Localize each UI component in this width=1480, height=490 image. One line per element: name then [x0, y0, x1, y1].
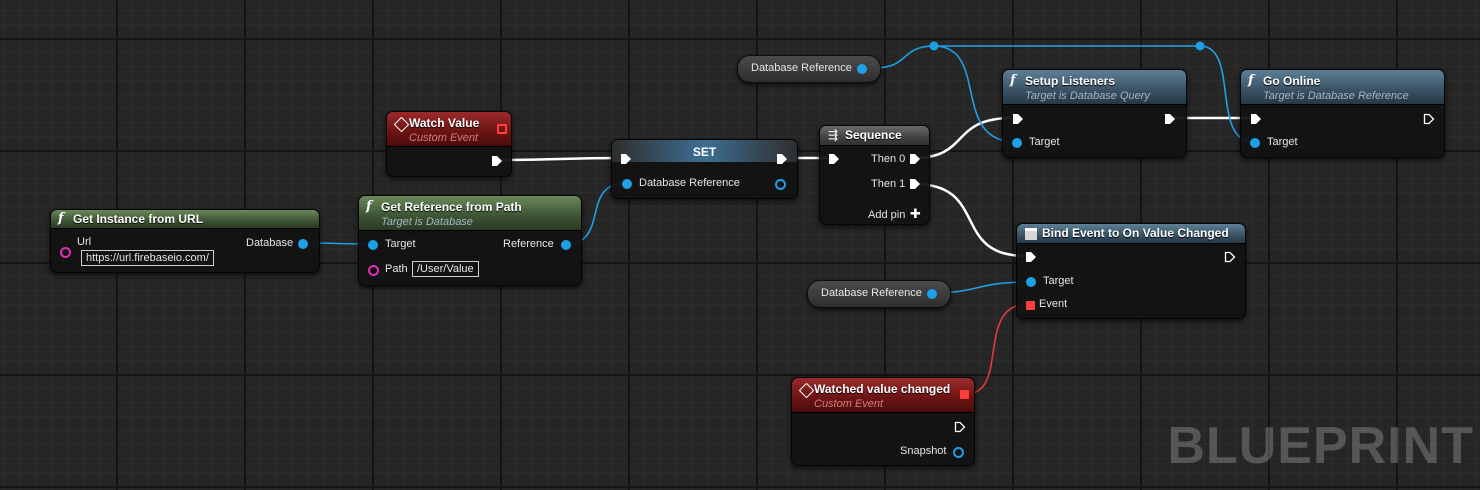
database-reference-out-pin[interactable] — [927, 289, 937, 299]
reference-label: Reference — [503, 238, 554, 250]
node-subtitle: Custom Event — [814, 398, 884, 410]
node-header: Bind Event to On Value Changed — [1017, 224, 1245, 244]
exec-out-pin[interactable] — [1423, 113, 1435, 125]
database-reference-label: Database Reference — [751, 62, 852, 74]
event-pin[interactable] — [1026, 301, 1035, 310]
database-reference-getter-top[interactable]: Database Reference — [737, 55, 881, 83]
path-input[interactable]: /User/Value — [412, 261, 479, 277]
reference-pin[interactable] — [561, 240, 571, 250]
node-title: Setup Listeners — [1025, 74, 1116, 88]
node-title: Watched value changed — [814, 382, 951, 396]
get-instance-from-url-node[interactable]: f Get Instance from URL Url https://url.… — [50, 209, 320, 273]
function-icon: f — [58, 211, 64, 226]
node-header: f Go Online Target is Database Reference — [1241, 70, 1444, 105]
database-reference-out-pin[interactable] — [775, 179, 786, 190]
snapshot-out-pin[interactable] — [953, 447, 964, 458]
setup-listeners-node[interactable]: f Setup Listeners Target is Database Que… — [1002, 69, 1187, 158]
exec-out-pin[interactable] — [1224, 251, 1236, 263]
get-reference-from-path-node[interactable]: f Get Reference from Path Target is Data… — [358, 195, 582, 286]
exec-out-pin[interactable] — [776, 153, 788, 165]
database-reference-label: Database Reference — [821, 287, 922, 299]
database-reference-getter-bottom[interactable]: Database Reference — [807, 280, 951, 308]
event-label: Event — [1039, 298, 1068, 310]
then-0-label: Then 0 — [871, 153, 906, 165]
sequence-node[interactable]: ⇶ Sequence Then 0 Then 1 Add pin ✚ — [819, 125, 930, 225]
watched-value-changed-event-node[interactable]: Watched value changed Custom Event Snaps… — [791, 377, 975, 466]
event-icon — [798, 382, 815, 399]
wire-reroute-node — [1195, 41, 1205, 51]
node-header — [612, 140, 797, 162]
node-header: Watch Value Custom Event — [387, 112, 511, 147]
path-pin[interactable] — [368, 265, 379, 276]
node-title: SET — [692, 145, 717, 159]
database-reference-in-pin[interactable] — [622, 179, 632, 189]
exec-in-pin[interactable] — [1025, 251, 1037, 263]
node-title: Get Instance from URL — [73, 212, 204, 226]
node-title: Watch Value — [409, 116, 480, 130]
target-pin[interactable] — [1012, 138, 1022, 148]
target-label: Target — [1267, 136, 1298, 148]
blueprint-watermark: BLUEPRINT — [1167, 417, 1474, 475]
node-title: Get Reference from Path — [381, 200, 522, 214]
set-variable-node[interactable]: SET Database Reference — [611, 139, 798, 199]
node-header: ⇶ Sequence — [820, 126, 929, 146]
database-pin[interactable] — [298, 239, 308, 249]
node-header: Watched value changed Custom Event — [792, 378, 974, 413]
target-label: Target — [385, 238, 416, 250]
go-online-node[interactable]: f Go Online Target is Database Reference… — [1240, 69, 1445, 158]
path-label: Path — [385, 263, 408, 275]
url-label: Url — [77, 236, 92, 248]
node-header: f Setup Listeners Target is Database Que… — [1003, 70, 1186, 105]
node-header: f Get Instance from URL — [51, 210, 319, 229]
watch-value-event-node[interactable]: Watch Value Custom Event — [386, 111, 512, 177]
exec-out-pin[interactable] — [491, 155, 503, 167]
exec-out-pin[interactable] — [954, 421, 966, 433]
exec-in-pin[interactable] — [1250, 113, 1262, 125]
exec-wire — [499, 156, 623, 162]
url-pin[interactable] — [60, 247, 71, 258]
delegate-icon — [1025, 228, 1037, 240]
database-reference-out-pin[interactable] — [857, 64, 867, 74]
delegate-out-pin[interactable] — [960, 390, 969, 399]
function-icon: f — [366, 199, 372, 214]
node-subtitle: Custom Event — [409, 132, 479, 144]
exec-in-pin[interactable] — [828, 153, 840, 165]
delegate-out-pin[interactable] — [497, 124, 507, 134]
target-pin[interactable] — [1026, 277, 1036, 287]
node-title: Bind Event to On Value Changed — [1042, 226, 1229, 240]
target-pin[interactable] — [1250, 138, 1260, 148]
add-pin-icon[interactable]: ✚ — [910, 206, 921, 221]
add-pin-label[interactable]: Add pin — [868, 209, 906, 221]
target-label: Target — [1043, 275, 1074, 287]
then-1-out-pin[interactable] — [909, 178, 921, 190]
node-subtitle: Target is Database Query — [1025, 90, 1150, 102]
url-input[interactable]: https://url.firebaseio.com/ — [81, 250, 214, 266]
exec-wire — [913, 116, 1013, 160]
exec-in-pin[interactable] — [1012, 113, 1024, 125]
exec-wire — [913, 182, 1027, 258]
exec-in-pin[interactable] — [620, 153, 632, 165]
target-pin[interactable] — [368, 240, 378, 250]
node-subtitle: Target is Database Reference — [1263, 90, 1409, 102]
node-title: Go Online — [1263, 74, 1321, 88]
then-1-label: Then 1 — [871, 178, 906, 190]
function-icon: f — [1248, 73, 1254, 88]
function-icon: f — [1010, 73, 1016, 88]
snapshot-label: Snapshot — [900, 445, 947, 457]
node-title: Sequence — [845, 128, 902, 142]
node-subtitle: Target is Database — [381, 216, 473, 228]
node-header: f Get Reference from Path Target is Data… — [359, 196, 581, 231]
database-reference-label: Database Reference — [639, 177, 740, 189]
then-0-out-pin[interactable] — [909, 153, 921, 165]
sequence-icon: ⇶ — [828, 128, 839, 142]
target-label: Target — [1029, 136, 1060, 148]
delegate-wire — [965, 303, 1029, 395]
bind-event-node[interactable]: Bind Event to On Value Changed Target Ev… — [1016, 223, 1246, 319]
object-wire — [933, 45, 1017, 143]
wire-reroute-node — [929, 41, 939, 51]
database-label: Database — [246, 237, 294, 249]
exec-out-pin[interactable] — [1164, 113, 1176, 125]
event-icon — [393, 116, 410, 133]
object-wire — [873, 45, 935, 69]
